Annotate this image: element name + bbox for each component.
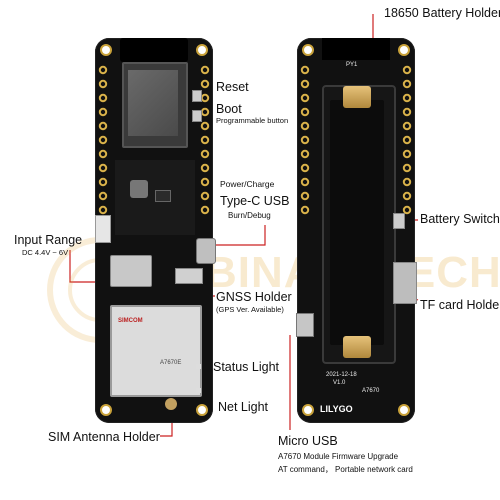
label-net-light: Net Light xyxy=(218,400,269,414)
battery-contact-bottom xyxy=(343,336,371,358)
leader-type-c xyxy=(210,225,266,246)
sim-slot xyxy=(110,255,152,287)
label-status-light: Status Light xyxy=(213,360,280,374)
back-top-connector xyxy=(322,38,390,60)
battery-contact-top xyxy=(343,86,371,108)
label-micro-usb: Micro USB xyxy=(278,434,338,448)
coil xyxy=(130,180,148,198)
battery-holder-inner xyxy=(330,100,384,345)
label-sim-antenna: SIM Antenna Holder xyxy=(48,430,160,444)
mount-hole xyxy=(100,404,112,416)
reset-button xyxy=(192,90,202,102)
board-version: V1.0 xyxy=(333,380,346,386)
module-model: A7670E xyxy=(160,360,182,366)
module-logo-text: SIMCOM xyxy=(118,318,143,324)
sim-antenna-connector xyxy=(165,398,177,410)
label-micro-usb-line2: AT command， Portable network card xyxy=(278,465,413,474)
label-gnss-holder: GNSS Holder xyxy=(216,290,292,304)
board-date: 2021-12-18 xyxy=(326,372,357,378)
battery-switch xyxy=(393,213,405,229)
esp32-shield xyxy=(128,70,178,136)
leader-sim-antenna xyxy=(160,420,173,437)
brand-label: LILYGO xyxy=(320,404,353,414)
type-c-port xyxy=(196,238,216,264)
mount-hole xyxy=(398,404,410,416)
label-battery-switch: Battery Switch xyxy=(420,212,500,226)
mount-hole xyxy=(196,44,208,56)
label-power-charge: Power/Charge xyxy=(220,179,275,189)
net-led xyxy=(196,388,201,393)
py1-label: PY1 xyxy=(346,62,358,68)
label-reset: Reset xyxy=(216,80,249,94)
label-micro-usb-line1: A7670 Module Firmware Upgrade xyxy=(278,452,399,461)
label-tf-card-holder: TF card Holder xyxy=(420,298,500,312)
tf-card-holder xyxy=(393,262,417,304)
status-led xyxy=(196,364,201,369)
label-burn-debug: Burn/Debug xyxy=(228,211,271,220)
top-connector xyxy=(120,38,188,62)
mount-hole xyxy=(398,44,410,56)
label-boot-note: Programmable button xyxy=(216,116,289,125)
gnss-connector xyxy=(175,268,203,284)
mount-hole xyxy=(302,404,314,416)
leader-input-range xyxy=(69,250,100,283)
label-battery-holder: 18650 Battery Holder xyxy=(384,6,500,20)
a7670-module xyxy=(110,305,202,397)
label-gnss-note: (GPS Ver. Available) xyxy=(216,305,284,314)
input-connector xyxy=(95,215,111,243)
label-input-voltage: DC 4.4V ~ 6V xyxy=(22,248,69,257)
micro-usb-port xyxy=(296,313,314,337)
boot-button xyxy=(192,110,202,122)
mount-hole xyxy=(100,44,112,56)
label-input-range: Input Range xyxy=(14,233,83,247)
mount-hole xyxy=(196,404,208,416)
mount-hole xyxy=(302,44,314,56)
regulator xyxy=(155,190,171,202)
board-model: A7670 xyxy=(362,388,380,394)
label-type-c: Type-C USB xyxy=(220,194,290,208)
label-boot: Boot xyxy=(216,102,242,116)
